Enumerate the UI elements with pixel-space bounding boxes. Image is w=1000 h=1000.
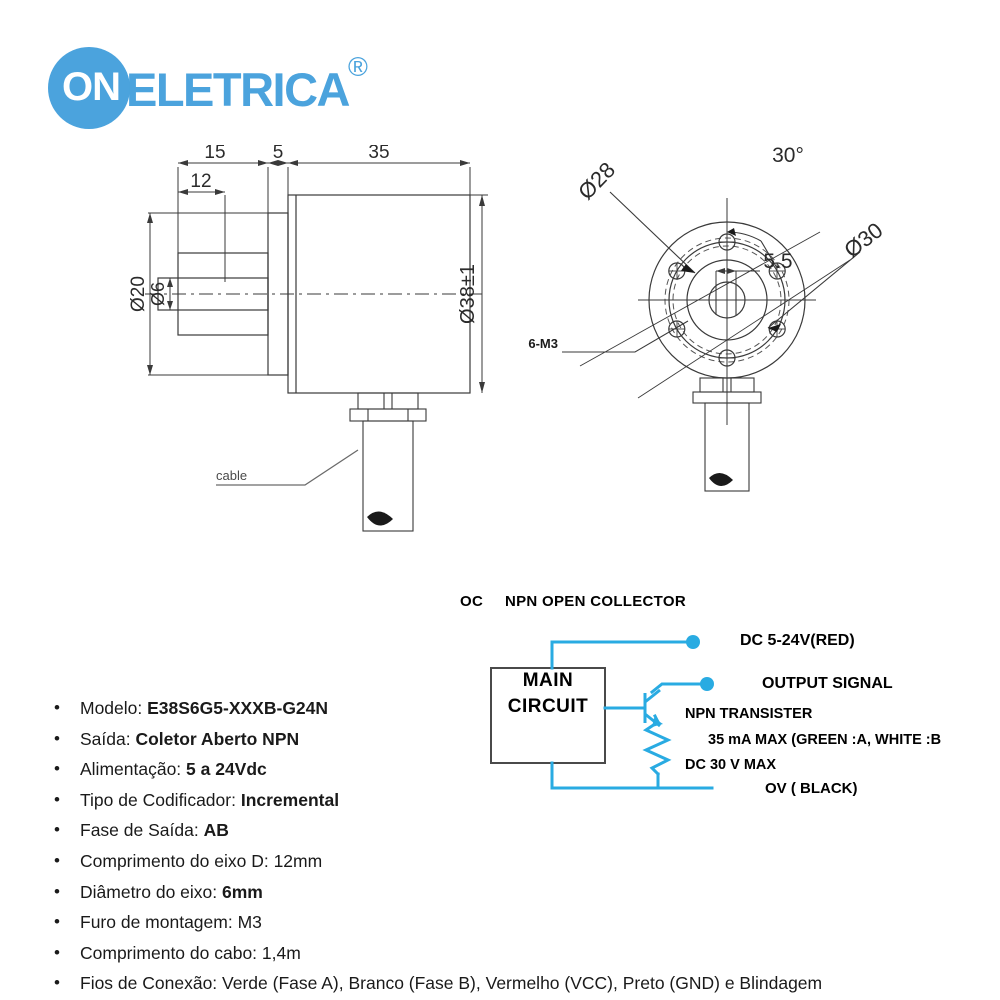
spec-value: Incremental	[240, 789, 340, 810]
dim-arrow	[727, 228, 736, 236]
spec-value: E38S6G5-XXXB-G24N	[147, 698, 329, 718]
cable-end-mark	[367, 511, 393, 526]
dim-arrow	[716, 268, 725, 274]
cable-gland-front	[692, 377, 762, 492]
dim-5p5	[715, 270, 760, 287]
dim-label-d20: Ø20	[128, 276, 149, 312]
dim-arrow	[768, 324, 781, 332]
spec-list-item: Fase de Saída: AB	[48, 815, 978, 846]
spec-value: Verde (Fase A), Branco (Fase B), Vermelh…	[222, 973, 823, 994]
dim-arrow	[258, 160, 268, 166]
dim-arrow	[460, 160, 470, 166]
logo-on-text: ON	[62, 65, 121, 109]
cable-outline	[362, 420, 414, 532]
construction-line	[637, 259, 851, 399]
spec-label: Diâmetro do eixo:	[80, 881, 223, 902]
spec-value: AB	[203, 820, 229, 841]
dim-label-6m3: 6-M3	[528, 336, 558, 351]
spec-list-item: Furo de montagem: M3	[48, 907, 978, 938]
spec-label: Saída:	[80, 728, 136, 749]
dim-arrow	[288, 160, 298, 166]
spec-value: M3	[237, 912, 262, 933]
cable-leader-line	[216, 449, 359, 486]
dim-15	[177, 162, 269, 257]
supply-wire	[550, 640, 693, 670]
dim-label-5: 5	[273, 145, 284, 163]
dim-35	[288, 162, 471, 197]
dim-arrow	[178, 189, 188, 195]
angle-leader-line	[760, 240, 778, 269]
spec-list-item: Alimentação: 5 a 24Vdc	[48, 754, 978, 785]
dim-arrow	[167, 301, 173, 310]
dim-arrow	[167, 278, 173, 287]
spec-value: 12mm	[273, 850, 323, 871]
dim-label-15: 15	[204, 145, 225, 163]
spec-list-item: Tipo de Codificador: Incremental	[48, 785, 978, 816]
dim-label-35: 35	[368, 145, 389, 163]
dim-arrow	[178, 160, 188, 166]
dim-arrow	[147, 365, 153, 375]
spec-list-item: Comprimento do eixo D: 12mm	[48, 846, 978, 877]
spec-value: 1,4m	[261, 942, 301, 963]
dim-arrow	[278, 160, 288, 166]
dim-arrow	[215, 189, 225, 195]
dim-label-5p5: 5.5	[763, 250, 792, 273]
spec-label: Fase de Saída:	[80, 820, 204, 841]
dim-arrow	[681, 264, 695, 273]
logo-circle	[48, 47, 130, 129]
registered-trademark-icon: ®	[348, 52, 368, 82]
dim-arrow	[147, 213, 153, 223]
dim-d38	[470, 194, 488, 393]
spec-value: 6mm	[222, 881, 263, 902]
dim-label-d30: Ø30	[839, 217, 887, 262]
cable-gland	[349, 392, 427, 532]
spec-list-item: Diâmetro do eixo: 6mm	[48, 877, 978, 908]
output-terminal-dot	[700, 677, 714, 691]
spec-list-item: Comprimento do cabo: 1,4m	[48, 938, 978, 969]
m3-leader-line	[562, 320, 689, 353]
cable-label: cable	[216, 468, 247, 483]
spec-list-item: Modelo: E38S6G5-XXXB-G24N	[48, 693, 978, 724]
spec-label: Comprimento do cabo:	[80, 942, 262, 963]
dim-label-12: 12	[190, 171, 211, 192]
spec-label: Fios de Conexão:	[80, 973, 223, 994]
dim-arrow	[479, 382, 485, 393]
dim-12	[178, 191, 226, 282]
spec-value: Coletor Aberto NPN	[135, 728, 300, 749]
dim-label-d38: Ø38±1	[457, 264, 479, 324]
encoder-front-view-drawing: Ø28 Ø30 30° 5.5 6-M3	[528, 144, 887, 492]
spec-value: 5 a 24Vdc	[186, 759, 267, 780]
dim-label-d28: Ø28	[573, 157, 620, 204]
main-circuit-line1: MAIN	[522, 670, 574, 691]
dim-label-d6: Ø6	[148, 282, 168, 306]
spec-list-item: Fios de Conexão: Verde (Fase A), Branco …	[48, 968, 978, 999]
dim-arrow	[479, 195, 485, 206]
oc-type-name: NPN OPEN COLLECTOR	[505, 593, 686, 610]
company-logo: ON ELETRICA ®	[48, 42, 378, 137]
specification-list: Modelo: E38S6G5-XXXB-G24NSaída: Coletor …	[48, 693, 978, 999]
spec-label: Furo de montagem:	[80, 912, 238, 933]
collector-wire	[649, 682, 707, 695]
dim-arrow	[268, 160, 278, 166]
supply-label: DC 5-24V(RED)	[740, 632, 855, 649]
supply-terminal-dot	[686, 635, 700, 649]
construction-line	[579, 231, 821, 367]
dim-5	[268, 162, 289, 197]
encoder-side-view-drawing: 15 5 35 12 Ø20 Ø6 Ø38±1	[128, 145, 488, 532]
oc-type-code: OC	[460, 593, 484, 610]
spec-label: Comprimento do eixo D:	[80, 850, 274, 871]
d30-leader-line	[767, 251, 861, 329]
output-signal-label: OUTPUT SIGNAL	[762, 675, 893, 692]
logo-eletrica-text: ELETRICA	[126, 63, 351, 116]
spec-list-item: Saída: Coletor Aberto NPN	[48, 724, 978, 755]
cable-end-mark-front	[709, 472, 733, 487]
spec-label: Alimentação:	[80, 759, 187, 780]
spec-label: Tipo de Codificador:	[80, 789, 241, 810]
spec-label: Modelo:	[80, 698, 148, 718]
dim-arrow	[727, 268, 736, 274]
d28-leader-line	[609, 191, 696, 274]
dim-label-30deg: 30°	[772, 144, 804, 167]
